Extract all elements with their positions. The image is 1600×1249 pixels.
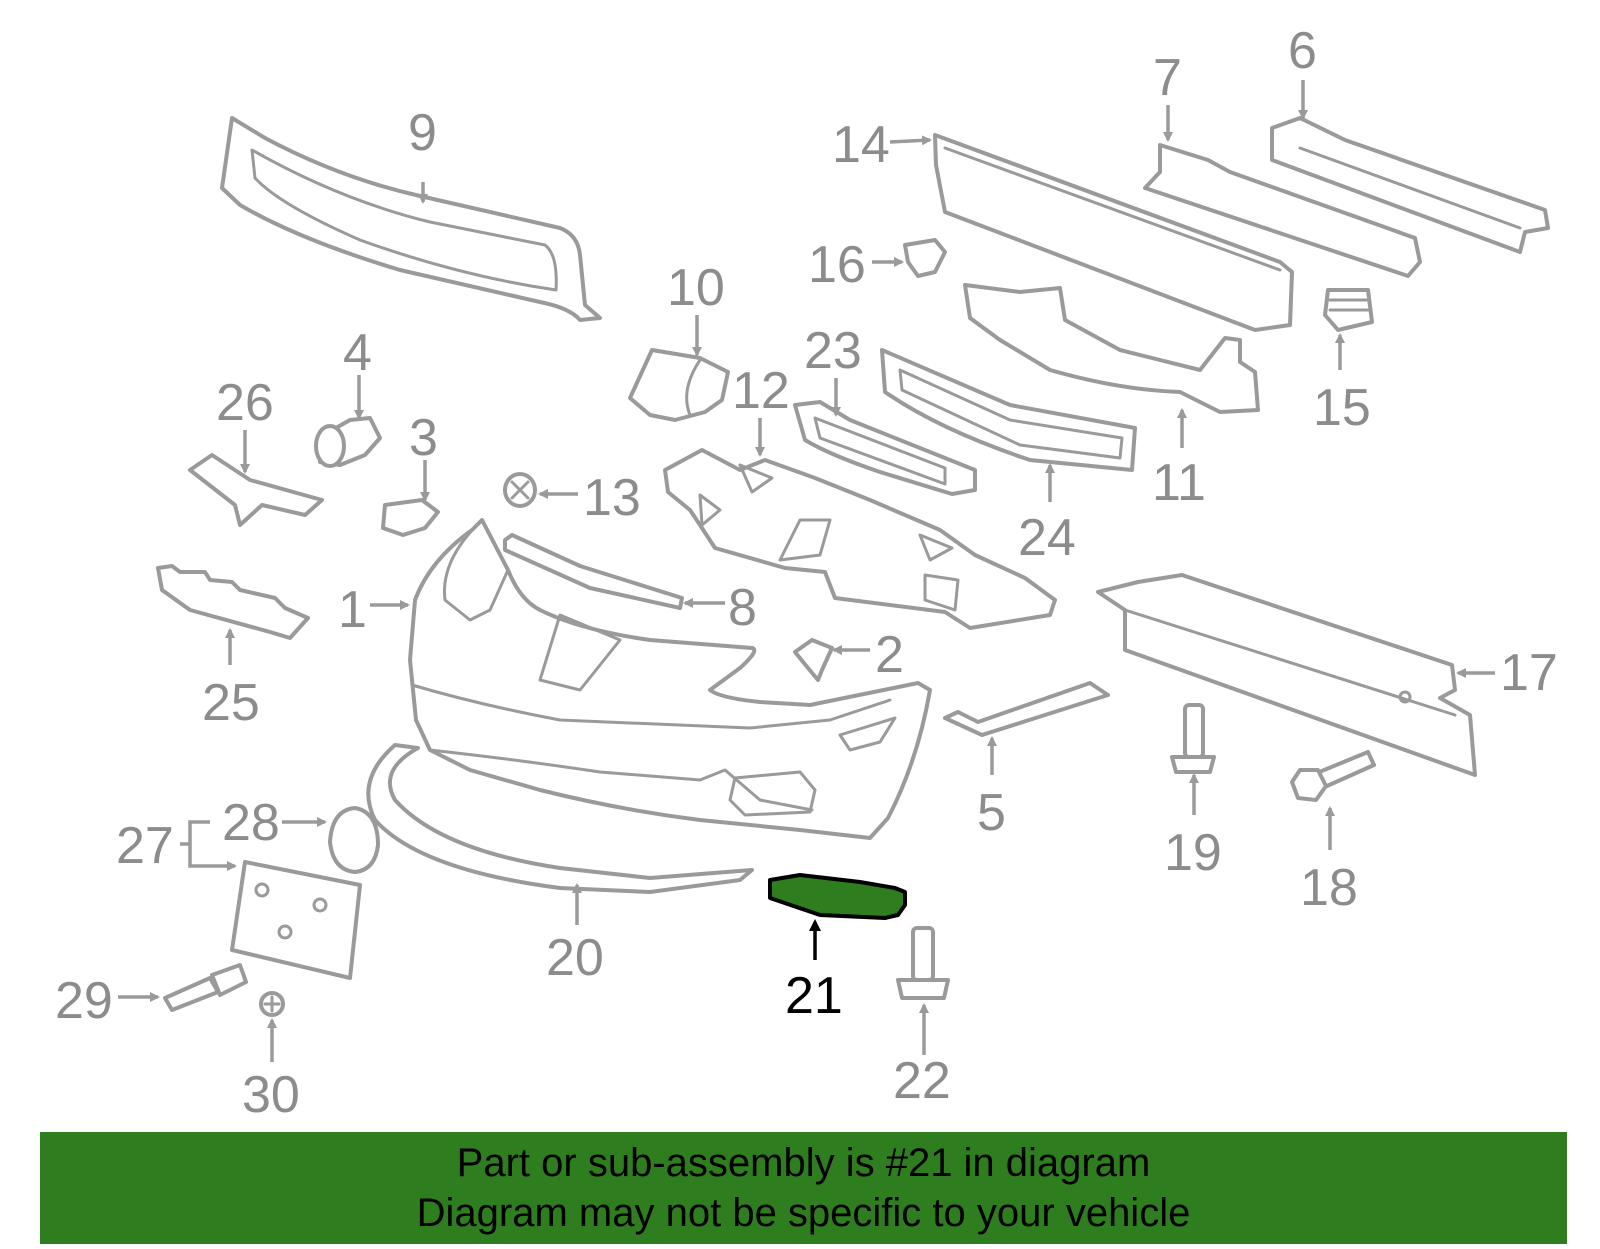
callout-28: 28	[222, 794, 280, 852]
callout-30: 30	[242, 1066, 300, 1124]
callout-10: 10	[667, 259, 725, 317]
part-16-clip	[903, 238, 947, 278]
part-6-bracket	[1270, 116, 1550, 254]
callout-4: 4	[343, 324, 372, 382]
callout-14: 14	[832, 116, 890, 174]
callout-29: 29	[55, 972, 113, 1030]
callout-12: 12	[732, 362, 790, 420]
callout-17: 17	[1500, 644, 1558, 702]
callout-19: 19	[1164, 824, 1222, 882]
callout-8: 8	[728, 579, 757, 637]
part-1-bumper-cover	[408, 518, 932, 840]
part-19-bolt	[1170, 703, 1216, 774]
callout-26: 26	[216, 374, 274, 432]
callout-24: 24	[1018, 509, 1076, 567]
part-13-clip	[503, 472, 537, 508]
part-9-upper-grille	[220, 116, 602, 322]
callout-6: 6	[1288, 22, 1317, 80]
part-5-seal	[943, 681, 1110, 737]
part-28-lamp	[328, 806, 380, 874]
callout-13: 13	[583, 469, 641, 527]
part-11-air-deflector	[963, 283, 1260, 414]
callout-27: 27	[116, 817, 174, 875]
callout-11: 11	[1152, 454, 1206, 512]
part-4-lamp	[314, 416, 382, 468]
part-27-license-bracket	[230, 860, 362, 980]
callout-16: 16	[808, 236, 866, 294]
callout-9: 9	[408, 104, 437, 162]
callout-2: 2	[875, 626, 904, 684]
callout-3: 3	[409, 409, 438, 467]
part-21-highlighted	[768, 873, 907, 920]
callout-15: 15	[1313, 379, 1371, 437]
part-20-spoiler	[366, 743, 754, 894]
callout-23: 23	[804, 322, 862, 380]
part-3-bracket	[381, 498, 440, 537]
callout-18: 18	[1300, 859, 1358, 917]
part-10-fog-lamp-housing	[628, 348, 730, 422]
part-30-screw	[259, 991, 285, 1017]
callout-21: 21	[785, 967, 843, 1025]
part-12-absorber	[663, 448, 1057, 630]
part-22-bolt	[896, 926, 950, 1000]
part-15-clip	[1323, 288, 1374, 332]
callout-20: 20	[546, 929, 604, 987]
callout-22: 22	[893, 1052, 951, 1110]
part-14-upper-deflector	[933, 133, 1294, 332]
leader-arrows	[118, 80, 1495, 1062]
part-17-reinforcement	[1096, 573, 1477, 777]
part-23-grille	[793, 400, 977, 496]
callout-5: 5	[977, 784, 1006, 842]
part-2-clip	[793, 638, 834, 682]
callout-25: 25	[202, 674, 260, 732]
info-banner: Part or sub-assembly is #21 in diagram D…	[40, 1132, 1567, 1244]
part-18-bolt	[1290, 750, 1376, 802]
callout-7: 7	[1153, 49, 1182, 107]
callout-1: 1	[338, 581, 367, 639]
part-24-grille	[880, 348, 1137, 472]
banner-line-1: Part or sub-assembly is #21 in diagram	[456, 1141, 1151, 1185]
part-29-push-pin	[163, 963, 248, 1012]
part-25-bracket	[156, 564, 310, 640]
part-8-molding	[503, 533, 684, 610]
banner-line-2: Diagram may not be specific to your vehi…	[416, 1191, 1191, 1235]
part-26-bracket	[188, 453, 324, 527]
part-7-bracket	[1143, 143, 1422, 278]
callout-labels: 1 2 3 4 5 6 7 8 9 10 11 12 13 14 15 16 1…	[55, 22, 1558, 1124]
